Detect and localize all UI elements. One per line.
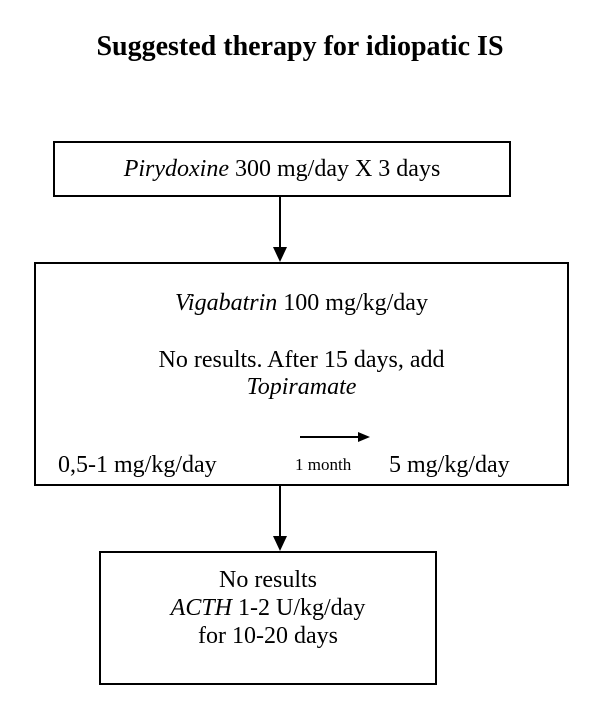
no-results-note: No results. After 15 days, add xyxy=(158,347,445,373)
step-box-vigabatrin: Vigabatrin 100 mg/kg/day No results. Aft… xyxy=(34,262,569,486)
titration-arrow-icon xyxy=(300,432,370,442)
vigabatrin-line: Vigabatrin 100 mg/kg/day xyxy=(36,289,567,317)
pirydoxine-drug-name: Pirydoxine xyxy=(123,156,229,182)
flow-arrow-2 xyxy=(273,486,287,551)
vigabatrin-dosage: 100 mg/kg/day xyxy=(277,290,428,316)
topiramate-drug-name: Topiramate xyxy=(246,374,357,400)
pirydoxine-dosage: 300 mg/day X 3 days xyxy=(228,156,441,182)
acth-duration: for 10-20 days xyxy=(198,623,338,649)
vigabatrin-drug-name: Vigabatrin xyxy=(175,290,278,316)
step-box-pirydoxine: Pirydoxine 300 mg/day X 3 days xyxy=(53,141,511,197)
flow-arrow-1 xyxy=(273,197,287,262)
titration-period: 1 month xyxy=(295,455,352,474)
acth-drug-name: ACTH xyxy=(170,595,233,621)
step-box-acth: No results ACTH 1-2 U/kg/day for 10-20 d… xyxy=(99,551,437,685)
acth-dosage: 1-2 U/kg/day xyxy=(232,595,366,621)
topiramate-start-dose: 0,5-1 mg/kg/day xyxy=(58,452,217,478)
pirydoxine-line: Pirydoxine 300 mg/day X 3 days xyxy=(55,155,509,183)
acth-line: ACTH 1-2 U/kg/day xyxy=(101,594,435,622)
no-results-label: No results xyxy=(219,567,317,593)
diagram-title: Suggested therapy for idiopatic IS xyxy=(96,31,504,62)
topiramate-target-dose: 5 mg/kg/day xyxy=(389,452,510,478)
